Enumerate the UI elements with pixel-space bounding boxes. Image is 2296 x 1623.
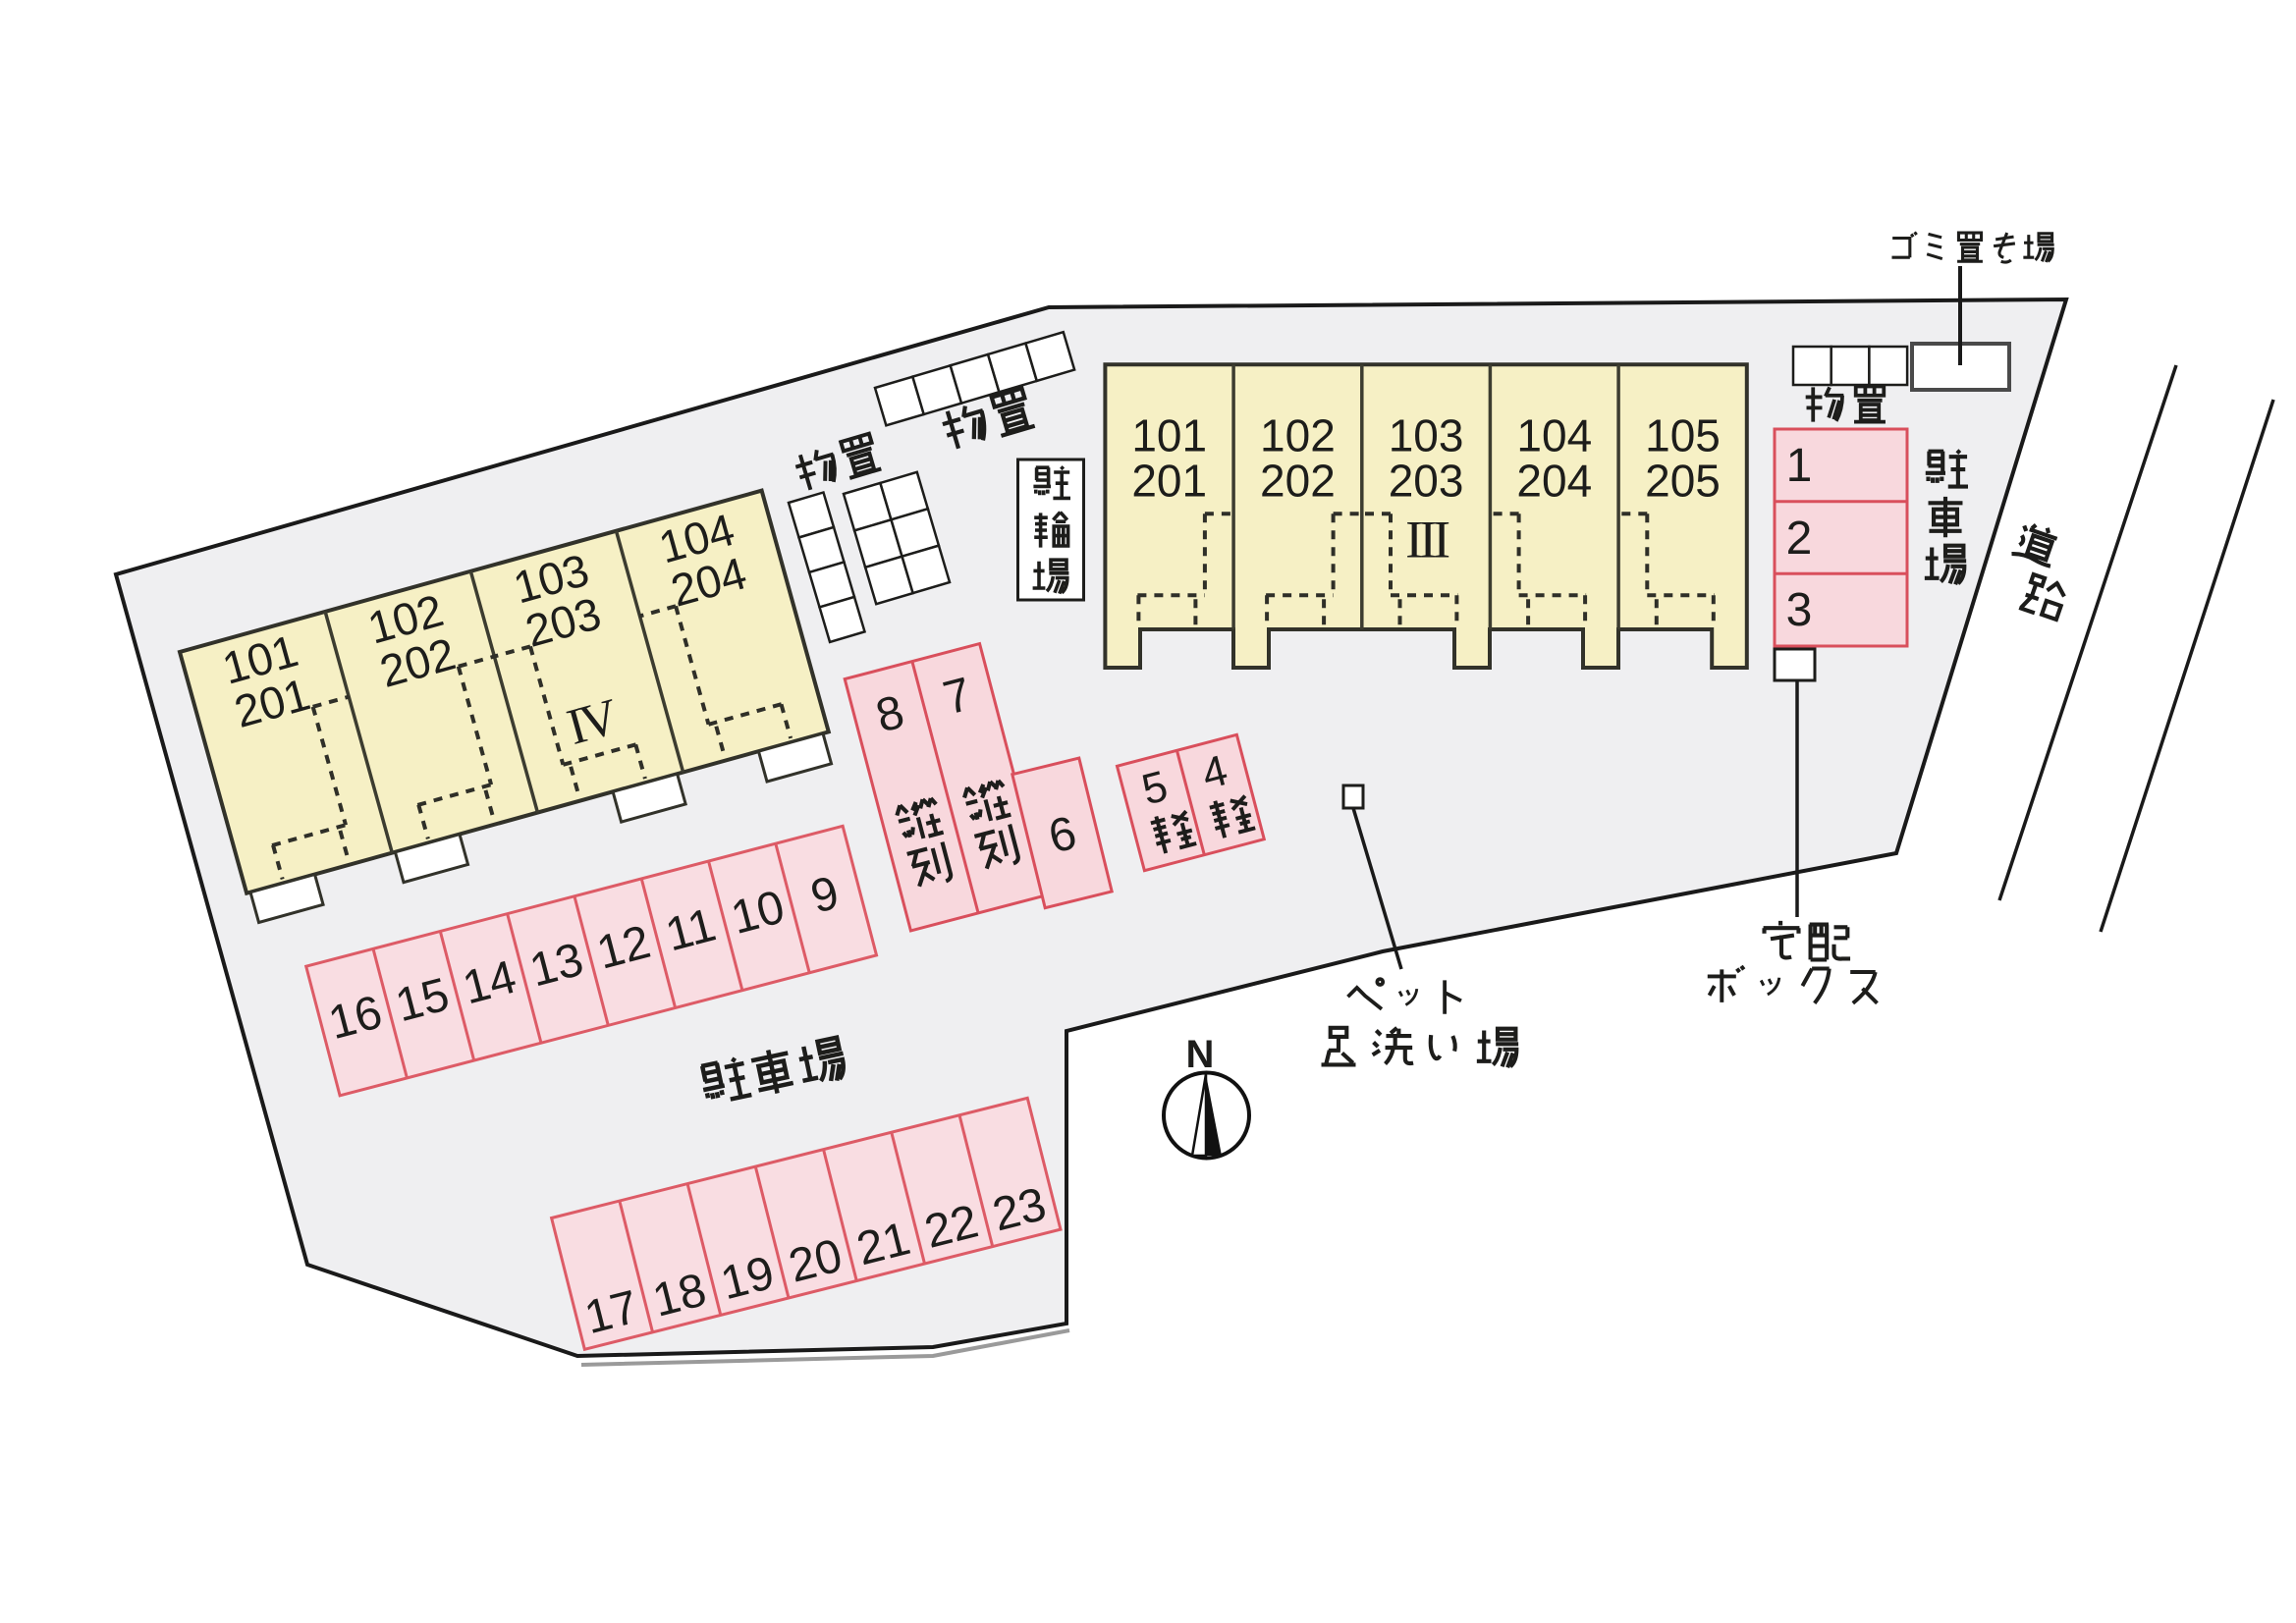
svg-text:3: 3 [1786, 584, 1813, 636]
svg-text:103: 103 [1389, 409, 1464, 460]
svg-text:21: 21 [851, 1213, 915, 1275]
svg-text:12: 12 [592, 916, 656, 980]
svg-text:18: 18 [648, 1264, 712, 1326]
svg-text:204: 204 [1516, 455, 1592, 506]
svg-text:N: N [1186, 1033, 1215, 1076]
svg-text:14: 14 [458, 951, 521, 1015]
svg-text:15: 15 [391, 968, 455, 1032]
svg-text:201: 201 [1131, 455, 1207, 506]
svg-text:205: 205 [1645, 455, 1721, 506]
svg-text:13: 13 [524, 934, 588, 998]
svg-text:104: 104 [1516, 409, 1592, 460]
svg-text:III: III [1405, 510, 1449, 568]
svg-text:22: 22 [920, 1195, 984, 1258]
svg-text:16: 16 [323, 986, 387, 1050]
svg-text:102: 102 [1260, 409, 1336, 460]
svg-text:101: 101 [1131, 409, 1207, 460]
svg-text:105: 105 [1645, 409, 1721, 460]
svg-text:19: 19 [716, 1247, 780, 1310]
svg-text:202: 202 [1260, 455, 1336, 506]
svg-text:203: 203 [1389, 455, 1464, 506]
svg-text:1: 1 [1786, 440, 1813, 492]
svg-text:23: 23 [988, 1178, 1052, 1241]
svg-text:17: 17 [579, 1281, 643, 1344]
svg-text:10: 10 [726, 881, 790, 945]
svg-text:20: 20 [784, 1229, 847, 1292]
svg-text:2: 2 [1786, 513, 1813, 565]
